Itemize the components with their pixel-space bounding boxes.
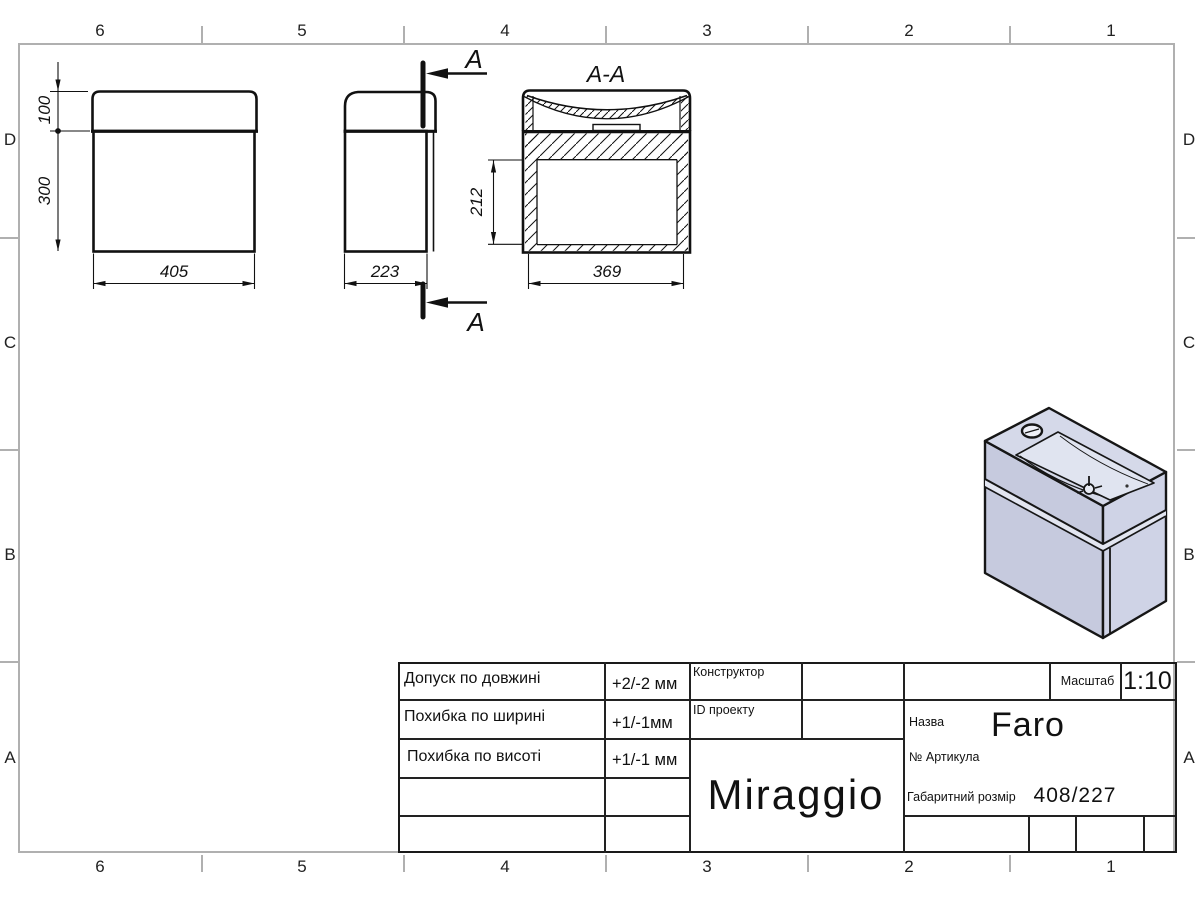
- tolerance-label: Допуск по довжині: [404, 670, 541, 687]
- project-id-label: ID проекту: [693, 703, 755, 717]
- zone-column-label: 6: [95, 857, 105, 876]
- zone-row-label: D: [1182, 130, 1196, 149]
- zone-tick: [0, 661, 18, 663]
- zone-tick: [1009, 26, 1011, 43]
- scale-value: 1:10: [1123, 667, 1172, 695]
- zone-tick: [1009, 855, 1011, 872]
- zone-tick: [0, 237, 18, 239]
- zone-row-label: D: [3, 130, 17, 149]
- overall-size-label: Габаритний розмір: [907, 790, 1016, 804]
- zone-tick: [403, 26, 405, 43]
- zone-tick: [0, 449, 18, 451]
- iso-view: [983, 406, 1168, 640]
- zone-row-label: C: [1182, 333, 1196, 352]
- cut-label-bottom: A: [465, 307, 484, 337]
- brand-logo: Miraggio: [707, 771, 885, 818]
- zone-tick: [807, 855, 809, 872]
- zone-row-label: A: [1183, 748, 1195, 767]
- tolerance-value: +1/-1 мм: [612, 751, 678, 769]
- side-view: A A 223: [343, 44, 487, 337]
- zone-tick: [605, 855, 607, 872]
- dim-depth: 223: [370, 262, 400, 281]
- zone-column-label: 1: [1106, 21, 1116, 40]
- zone-tick: [1177, 449, 1195, 451]
- section-view: A-A: [467, 61, 692, 289]
- zone-tick: [807, 26, 809, 43]
- cut-label-top: A: [463, 44, 482, 74]
- zone-row-label: B: [4, 545, 16, 564]
- zone-column-label: 4: [500, 21, 510, 40]
- designer-label: Конструктор: [693, 665, 765, 679]
- dim-inner-width: 369: [593, 262, 622, 281]
- tolerance-value: +1/-1мм: [612, 714, 673, 732]
- section-title: A-A: [585, 61, 625, 87]
- article-label: № Артикула: [909, 750, 980, 764]
- zone-tick: [1177, 661, 1195, 663]
- zone-column-label: 3: [702, 21, 712, 40]
- zone-column-label: 3: [702, 857, 712, 876]
- tolerance-label: Похибка по висоті: [407, 748, 542, 765]
- zone-tick: [605, 26, 607, 43]
- zone-tick: [1177, 237, 1195, 239]
- zone-column-label: 6: [95, 21, 105, 40]
- tolerance-label: Похибка по ширині: [404, 708, 546, 725]
- zone-column-label: 2: [904, 857, 914, 876]
- zone-column-label: 5: [297, 21, 307, 40]
- dim-inner-height: 212: [467, 187, 486, 217]
- zone-column-label: 4: [500, 857, 510, 876]
- dim-height-top: 100: [35, 95, 54, 124]
- zone-column-label: 5: [297, 857, 307, 876]
- dim-width: 405: [160, 262, 189, 281]
- scale-label: Масштаб: [1060, 674, 1115, 688]
- zone-tick: [201, 26, 203, 43]
- title-block: Допуск по довжині +2/-2 мм Похибка по ши…: [398, 662, 1177, 853]
- front-view: 100 300 405: [35, 62, 258, 289]
- zone-column-label: 2: [904, 21, 914, 40]
- zone-row-label: C: [3, 333, 17, 352]
- zone-row-label: A: [4, 748, 16, 767]
- overall-size-value: 408/227: [1033, 784, 1117, 807]
- zone-column-label: 1: [1106, 857, 1116, 876]
- name-label: Назва: [909, 715, 945, 729]
- product-name: Faro: [991, 706, 1065, 744]
- dim-height-bottom: 300: [35, 176, 54, 205]
- zone-tick: [403, 855, 405, 872]
- zone-tick: [201, 855, 203, 872]
- tolerance-value: +2/-2 мм: [612, 675, 678, 693]
- zone-row-label: B: [1183, 545, 1195, 564]
